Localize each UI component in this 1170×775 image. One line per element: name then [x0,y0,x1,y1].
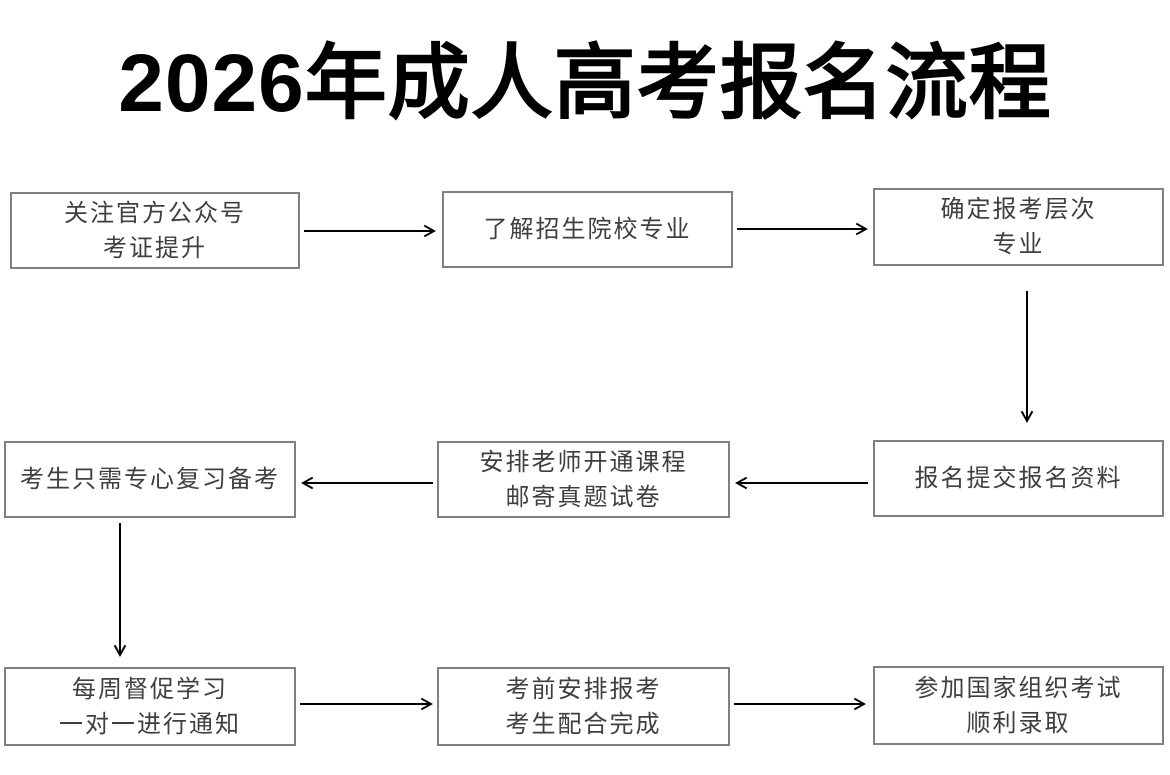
node-text-line: 邮寄真题试卷 [505,483,662,511]
node-text-line: 了解招生院校专业 [483,216,692,243]
flow-node-weekly-study-supervision: 每周督促学习 一对一进行通知 [4,667,296,746]
node-text-line: 顺利录取 [966,709,1071,737]
node-text-line: 考生只需专心复习备考 [20,466,280,493]
flow-node-learn-college-majors: 了解招生院校专业 [442,191,733,268]
node-text-line: 专业 [992,231,1045,258]
flow-node-open-courses-mail-papers: 安排老师开通课程 邮寄真题试卷 [437,441,730,518]
node-text-line: 每周督促学习 [72,675,228,703]
flow-node-pre-exam-arrangement: 考前安排报考 考生配合完成 [437,667,730,746]
flow-node-take-national-exam: 参加国家组织考试 顺利录取 [873,666,1164,745]
flow-node-submit-registration-materials: 报名提交报名资料 [873,440,1164,517]
flow-node-confirm-level-major: 确定报考层次 专业 [873,188,1164,266]
node-text-line: 一对一进行通知 [59,710,241,738]
node-text-line: 考前安排报考 [505,675,662,703]
node-text-line: 关注官方公众号 [64,199,246,227]
node-text-line: 报名提交报名资料 [914,465,1123,492]
node-text-line: 确定报考层次 [940,196,1097,223]
flow-node-follow-official-account: 关注官方公众号 考证提升 [10,192,300,269]
node-text-line: 安排老师开通课程 [479,448,688,476]
page-title: 2026年成人高考报名流程 [118,38,1052,129]
flow-node-focus-on-review: 考生只需专心复习备考 [4,441,296,518]
node-text-line: 考生配合完成 [505,710,662,738]
node-text-line: 参加国家组织考试 [914,674,1123,702]
node-text-line: 考证提升 [103,234,207,262]
